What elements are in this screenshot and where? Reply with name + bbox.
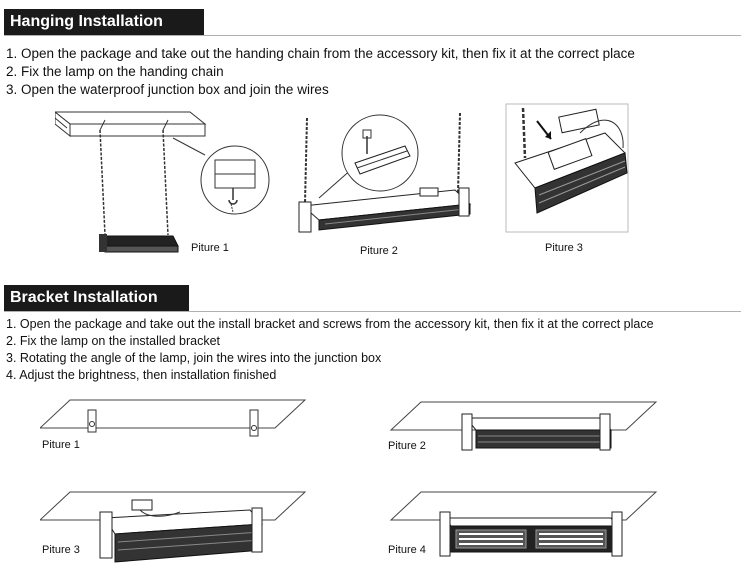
bracket-caption-1: Piture 1 bbox=[42, 439, 80, 451]
bracket-picture-4: Piture 4 bbox=[388, 491, 658, 557]
hanging-caption-3: Piture 3 bbox=[545, 242, 583, 254]
divider bbox=[4, 35, 741, 36]
bracket-step-3: 3. Rotating the angle of the lamp, join … bbox=[6, 351, 382, 365]
bracket-picture-3: Piture 3 bbox=[40, 491, 307, 563]
bracket-steps-list: 1. Open the package and take out the ins… bbox=[6, 316, 654, 384]
bracket-caption-3: Piture 3 bbox=[42, 544, 80, 556]
hanging-step-3: 3. Open the waterproof junction box and … bbox=[6, 82, 329, 97]
bracket-step-2: 2. Fix the lamp on the installed bracket bbox=[6, 334, 221, 348]
divider bbox=[4, 311, 741, 312]
bracket-caption-2: Piture 2 bbox=[388, 440, 426, 452]
bracket-step-4: 4. Adjust the brightness, then installat… bbox=[6, 368, 277, 382]
hanging-steps-list: 1. Open the package and take out the han… bbox=[6, 45, 635, 99]
bracket-step-1: 1. Open the package and take out the ins… bbox=[6, 317, 654, 331]
bracket-picture-2: Piture 2 bbox=[388, 401, 658, 452]
hanging-caption-2: Piture 2 bbox=[360, 245, 398, 257]
hanging-picture-3: Piture 3 bbox=[505, 103, 629, 254]
hanging-step-2: 2. Fix the lamp on the handing chain bbox=[6, 64, 224, 79]
hanging-picture-1: Piture 1 bbox=[55, 111, 270, 254]
hanging-step-1: 1. Open the package and take out the han… bbox=[6, 46, 635, 61]
hanging-installation-heading: Hanging Installation bbox=[4, 9, 204, 35]
hanging-picture-2: Piture 2 bbox=[298, 112, 472, 257]
bracket-picture-1: Piture 1 bbox=[40, 399, 307, 451]
hanging-caption-1: Piture 1 bbox=[191, 242, 229, 254]
bracket-installation-heading: Bracket Installation bbox=[4, 285, 189, 311]
bracket-caption-4: Piture 4 bbox=[388, 544, 426, 556]
